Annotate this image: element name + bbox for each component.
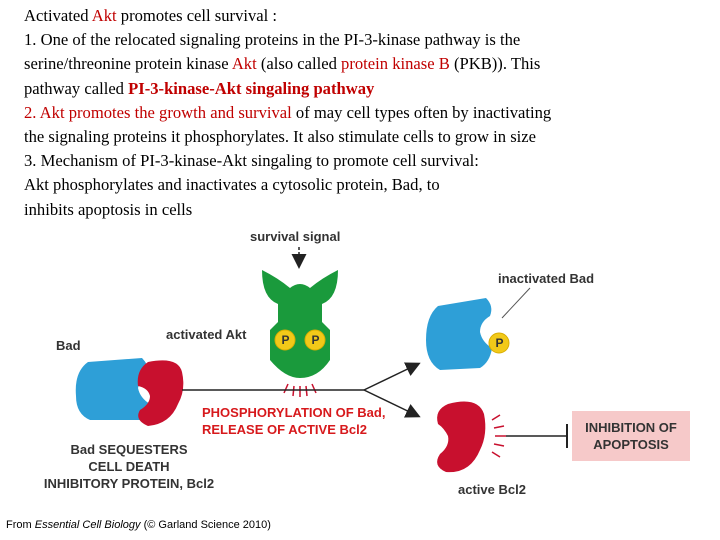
bad-protein-shape bbox=[75, 358, 150, 420]
inactivated-bad-shape bbox=[426, 298, 492, 370]
text-line-4: pathway called PI-3-kinase-Akt singaling… bbox=[24, 78, 375, 98]
text-line-7: 3. Mechanism of PI-3-kinase-Akt singalin… bbox=[24, 151, 479, 171]
text-line-5: 2. Akt promotes the growth and survival … bbox=[24, 102, 552, 122]
akt-phosphate-right bbox=[304, 329, 326, 351]
branch-arrow-down bbox=[363, 389, 421, 418]
text-line-8: Akt phosphorylates and inactivates a cyt… bbox=[24, 175, 440, 195]
akt-p-label-left: P bbox=[281, 333, 290, 347]
inactivated-bad-pointer bbox=[501, 287, 531, 319]
active-bcl2-shape bbox=[437, 401, 486, 473]
bad-phosphate bbox=[488, 332, 510, 354]
akt-p-label-right: P bbox=[311, 333, 320, 347]
active-bcl2-label: active Bcl2 bbox=[458, 482, 526, 497]
phosphorylation-label: PHOSPHORYLATION OF Bad, RELEASE OF ACTIV… bbox=[202, 405, 386, 437]
inactivated-bad-label: inactivated Bad bbox=[498, 271, 595, 286]
bad-p-label: P bbox=[495, 336, 504, 350]
bcl2-activity-ticks bbox=[491, 414, 506, 458]
akt-protein-shape bbox=[262, 270, 338, 378]
inhibition-of-apoptosis-box: INHIBITION OF APOPTOSIS bbox=[572, 411, 690, 461]
bcl2-protein-shape bbox=[137, 360, 184, 426]
survival-signal-label: survival signal bbox=[250, 229, 341, 244]
sequesters-label: Bad SEQUESTERS CELL DEATH INHIBITORY PRO… bbox=[43, 442, 215, 491]
text-line-1: Activated Akt promotes cell survival : bbox=[24, 6, 278, 25]
activated-akt-label: activated Akt bbox=[166, 327, 247, 342]
akt-activity-ticks bbox=[283, 383, 317, 397]
akt-phosphate-left bbox=[274, 329, 296, 351]
description-text: Activated Akt promotes cell survival : 1… bbox=[24, 4, 714, 222]
branch-arrow-up bbox=[363, 362, 421, 391]
text-line-9: inhibits apoptosis in cells bbox=[24, 199, 193, 219]
bad-label: Bad bbox=[56, 338, 81, 353]
source-credit: From Essential Cell Biology (© Garland S… bbox=[6, 519, 271, 531]
text-line-6: the signaling proteins it phosphorylates… bbox=[24, 127, 537, 147]
text-line-2: 1. One of the relocated signaling protei… bbox=[24, 30, 521, 50]
text-line-3: serine/threonine protein kinase Akt (als… bbox=[24, 54, 541, 74]
